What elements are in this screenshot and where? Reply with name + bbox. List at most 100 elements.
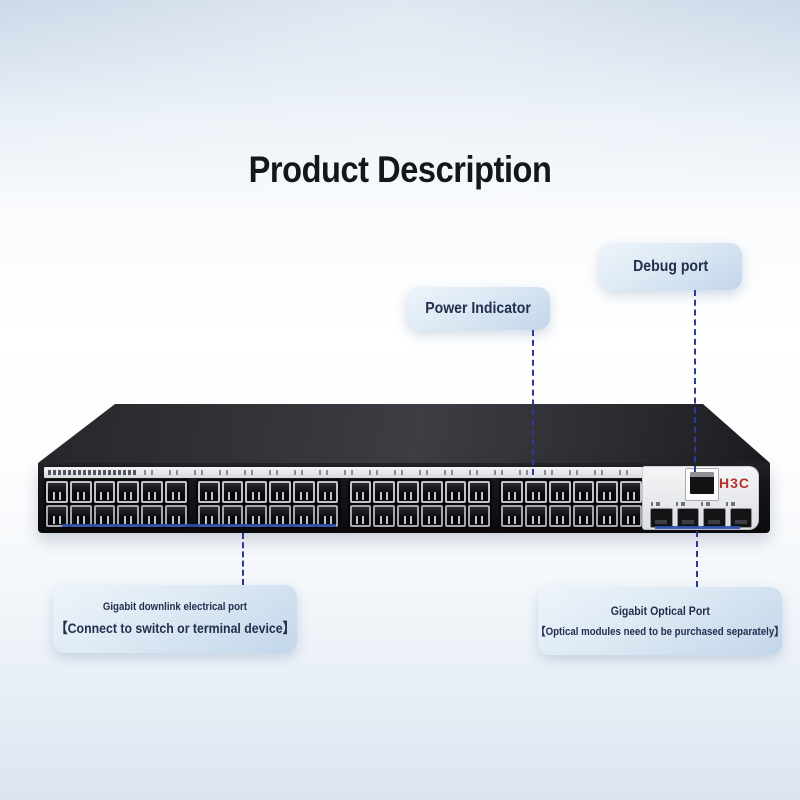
rj45-port <box>468 481 491 503</box>
rj45-port-notch <box>147 516 157 524</box>
rj45-port-group <box>44 479 189 529</box>
downlink-callout: Gigabit downlink electrical port 【Connec… <box>53 585 297 653</box>
rj45-port <box>373 481 396 503</box>
rj45-port-notch <box>508 492 517 500</box>
rj45-port <box>46 505 68 527</box>
rj45-port-notch <box>124 516 133 524</box>
rj45-port <box>292 505 315 527</box>
rj45-port-notch <box>323 516 332 524</box>
rj45-port-group <box>347 479 493 529</box>
sfp-port <box>729 508 752 528</box>
rj45-port-notch <box>403 492 413 500</box>
rj45-port-notch <box>403 516 413 524</box>
rj45-port-notch <box>228 516 237 524</box>
downlink-callout-line <box>242 533 244 585</box>
uplink-panel: H3C <box>642 466 759 530</box>
rj45-port <box>501 505 524 527</box>
rj45-port <box>221 481 244 503</box>
rj45-port-notch <box>204 516 213 524</box>
led-status-strip <box>44 467 644 478</box>
rj45-port <box>572 481 595 503</box>
sfp-port <box>650 508 673 528</box>
rj45-port-notch <box>451 492 460 500</box>
rj45-port-notch <box>555 516 564 524</box>
rj45-port <box>269 481 291 503</box>
rj45-port-notch <box>147 492 157 500</box>
rj45-port-notch <box>171 516 180 524</box>
rj45-port-notch <box>380 516 389 524</box>
switch-front-face: H3C <box>38 463 770 533</box>
rj45-port <box>444 505 467 527</box>
rj45-port <box>69 481 92 503</box>
rj45-port-notch <box>356 492 365 500</box>
rj45-port-notch <box>380 492 389 500</box>
rj45-port-notch <box>475 492 484 500</box>
rj45-port-notch <box>451 516 460 524</box>
rj45-port-notch <box>603 516 612 524</box>
sfp-port <box>676 508 699 528</box>
rj45-port <box>596 505 619 527</box>
rj45-port <box>525 481 547 503</box>
rj45-port <box>141 481 163 503</box>
rj45-port <box>620 505 642 527</box>
rj45-port-notch <box>579 516 588 524</box>
rj45-port <box>525 505 547 527</box>
rj45-port-notch <box>356 516 365 524</box>
rj45-port <box>46 481 68 503</box>
debug-port-label: Debug port <box>633 257 709 275</box>
rj45-port-notch <box>427 516 436 524</box>
rj45-port-notch <box>323 492 332 500</box>
switch-top-face <box>38 404 770 463</box>
rj45-port <box>373 505 396 527</box>
rj45-port <box>548 481 571 503</box>
rj45-port-notch <box>627 516 636 524</box>
rj45-port-group <box>499 479 644 529</box>
rj45-port-notch <box>508 516 517 524</box>
rj45-port-notch <box>52 492 61 500</box>
rj45-port-notch <box>531 516 541 524</box>
rj45-port-notch <box>204 492 213 500</box>
sfp-ports-underline <box>655 526 740 529</box>
rj45-port <box>548 505 571 527</box>
rj45-port <box>245 481 268 503</box>
page-title: Product Description <box>0 149 800 191</box>
rj45-port <box>420 505 443 527</box>
rj45-port-notch <box>171 492 180 500</box>
debug-port-callout: Debug port <box>600 243 742 290</box>
sfp-port <box>703 508 726 528</box>
rj45-port-notch <box>100 516 109 524</box>
power-callout-line <box>532 330 534 475</box>
rj45-port-notch <box>100 492 109 500</box>
rj45-port <box>468 505 491 527</box>
power-indicator-label: Power Indicator <box>425 299 532 317</box>
rj45-port-notch <box>627 492 636 500</box>
rj45-port <box>93 481 116 503</box>
rj45-port <box>444 481 467 503</box>
rj45-port <box>269 505 291 527</box>
downlink-ports-underline <box>62 524 336 527</box>
brand-logo: H3C <box>718 475 750 491</box>
rj45-port-notch <box>603 492 612 500</box>
rj45-port <box>572 505 595 527</box>
rj45-port <box>501 481 524 503</box>
rj45-port <box>164 481 187 503</box>
rj45-port <box>349 505 372 527</box>
rj45-port <box>292 481 315 503</box>
rj45-console-jack <box>690 472 714 494</box>
rj45-port-notch <box>76 516 85 524</box>
rj45-port <box>397 481 419 503</box>
optical-callout: Gigabit Optical Port 【Optical modules ne… <box>536 587 784 655</box>
sfp-ports <box>650 508 752 528</box>
optical-callout-subtitle: 【Optical modules need to be purchased se… <box>536 625 784 638</box>
debug-callout-line <box>694 290 696 472</box>
sfp-port-labels <box>651 502 751 506</box>
rj45-port-group <box>195 479 341 529</box>
power-indicator-callout: Power Indicator <box>407 287 550 330</box>
rj45-port-notch <box>579 492 588 500</box>
rj45-port-notch <box>252 516 261 524</box>
rj45-port <box>397 505 419 527</box>
rj45-port <box>141 505 163 527</box>
rj45-port-notch <box>299 492 308 500</box>
rj45-port <box>164 505 187 527</box>
